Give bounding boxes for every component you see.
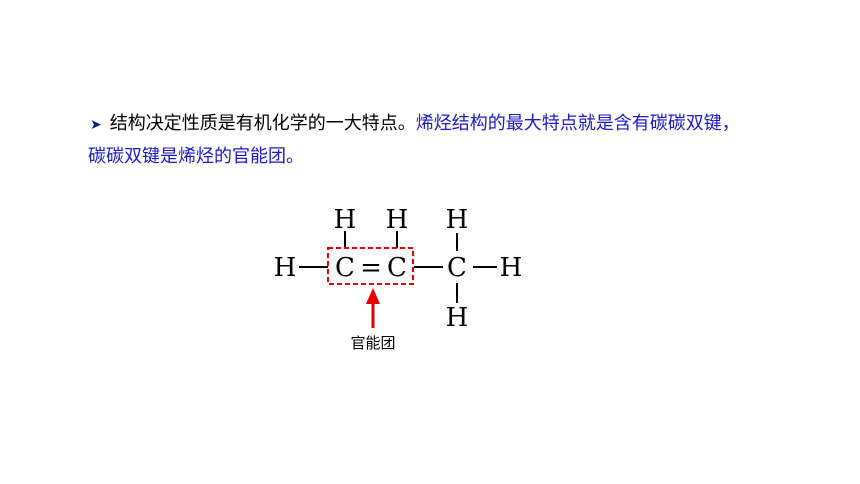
functional-group-caption: 官能团 — [350, 334, 395, 352]
atom-h-right: H — [500, 253, 523, 283]
atom-carbon-3: C — [447, 253, 467, 283]
double-bond-sign: = — [360, 253, 382, 283]
atom-carbon-2: C — [387, 253, 407, 283]
functional-group-dashed-box — [327, 247, 414, 285]
statement-text: 结构决定性质是有机化学的一大特点。 — [109, 113, 416, 134]
highlight-text-line1: 烯烃结构的最大特点就是含有碳碳双键， — [415, 113, 740, 134]
atom-carbon-1: C — [335, 253, 355, 283]
atom-h-top-3: H — [446, 205, 469, 235]
description-paragraph: ➤ 结构决定性质是有机化学的一大特点。烯烃结构的最大特点就是含有碳碳双键， 碳碳双… — [88, 108, 788, 173]
bullet-arrow-icon: ➤ — [90, 117, 102, 133]
highlight-text-line2: 碳碳双键是烯烃的官能团。 — [88, 146, 304, 167]
atom-h-top-1: H — [334, 205, 357, 235]
arrow-up-icon — [366, 288, 380, 304]
atom-h-left: H — [274, 253, 297, 283]
atom-h-bottom: H — [446, 303, 469, 333]
atom-h-top-2: H — [386, 205, 409, 235]
